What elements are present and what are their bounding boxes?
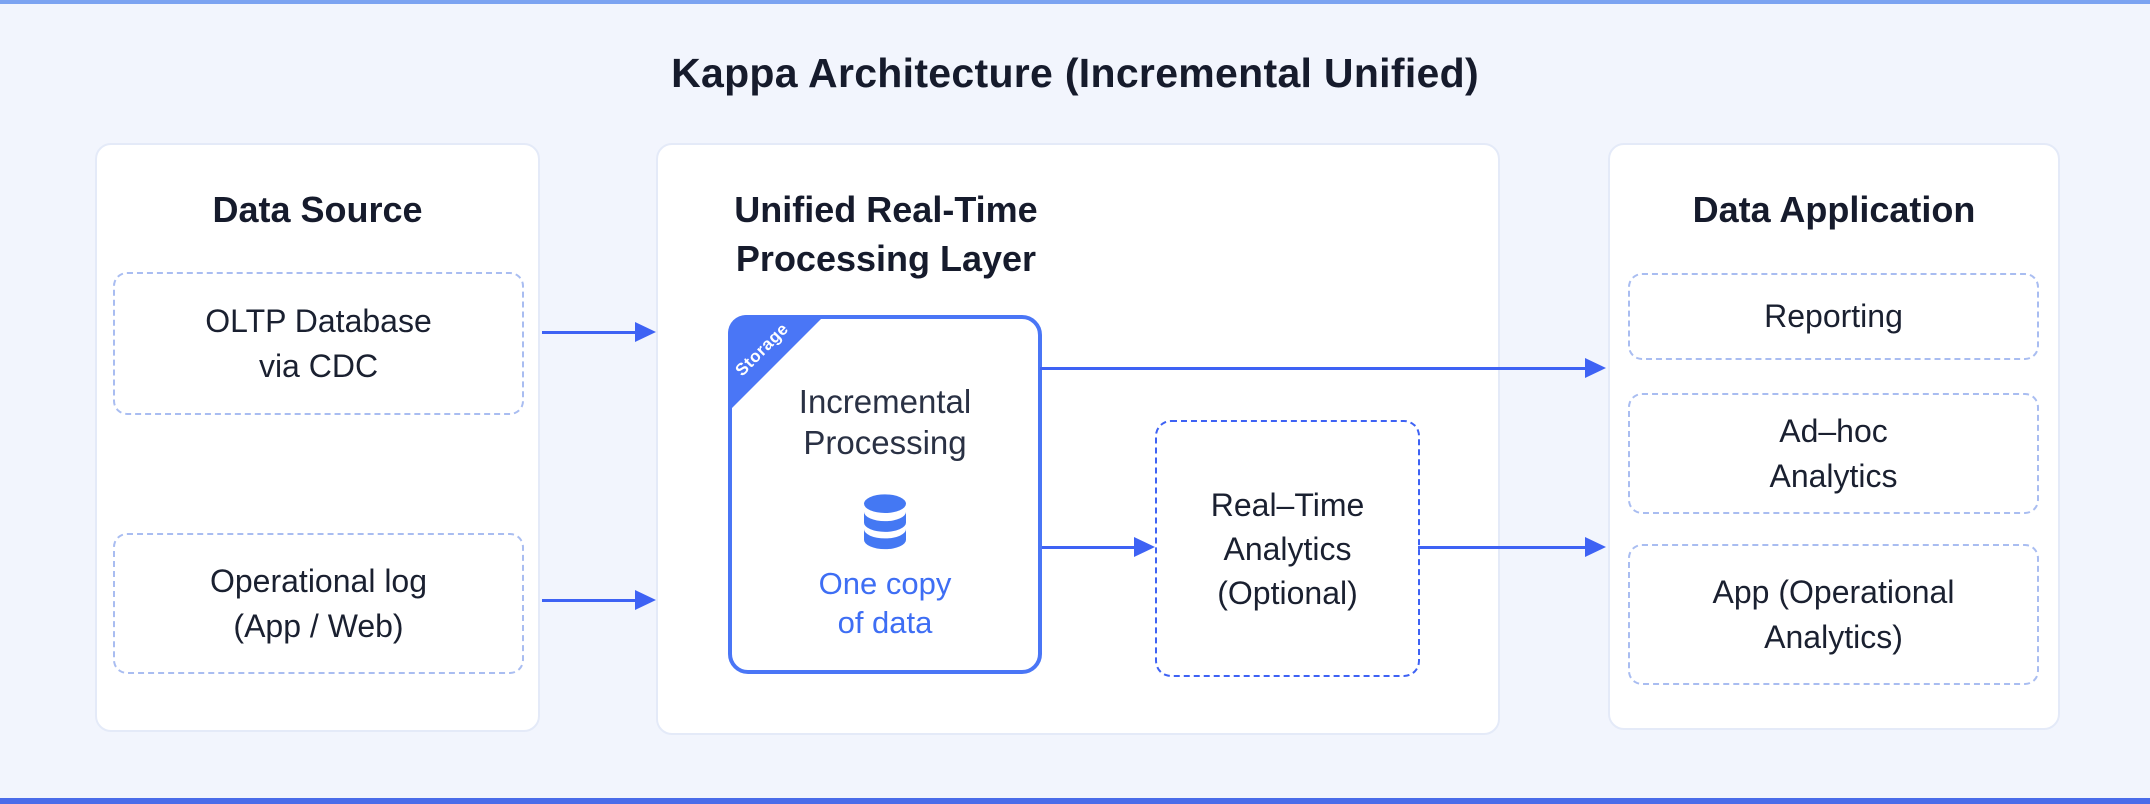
incremental-processing-label: Incremental Processing bbox=[798, 383, 972, 461]
panel-data-application: Data Application Reporting Ad–hoc Analyt… bbox=[1608, 143, 2060, 730]
arrow-shaft bbox=[1040, 366, 1590, 370]
box-realtime-analytics: Real–Time Analytics (Optional) bbox=[1155, 420, 1420, 677]
arrowhead-icon bbox=[1134, 537, 1155, 557]
box-adhoc-analytics: Ad–hoc Analytics bbox=[1628, 393, 2039, 514]
panel-data-source: Data Source OLTP Database via CDC Operat… bbox=[95, 143, 540, 732]
box-incremental-processing: Storage Incremental Processing One copy … bbox=[728, 315, 1042, 674]
box-oltp-database: OLTP Database via CDC bbox=[113, 272, 524, 415]
box-operational-log: Operational log (App / Web) bbox=[113, 533, 524, 674]
arrowhead-icon bbox=[1585, 358, 1606, 378]
one-copy-of-data-label: One copy of data bbox=[818, 566, 952, 640]
arrow-shaft bbox=[1418, 545, 1590, 549]
bottom-accent-bar bbox=[0, 798, 2150, 804]
box-reporting: Reporting bbox=[1628, 273, 2039, 360]
panel-data-application-title: Data Application bbox=[1692, 189, 1976, 230]
arrow-shaft bbox=[542, 598, 640, 602]
database-icon bbox=[864, 494, 906, 550]
panel-data-source-title: Data Source bbox=[212, 189, 423, 230]
panel-processing-layer: Unified Real-Time Processing Layer Stora… bbox=[656, 143, 1500, 735]
box-app-operational-analytics: App (Operational Analytics) bbox=[1628, 544, 2039, 685]
storage-ribbon-label: Storage bbox=[731, 318, 793, 380]
arrowhead-icon bbox=[1585, 537, 1606, 557]
arrowhead-icon bbox=[635, 322, 656, 342]
arrow-shaft bbox=[542, 330, 640, 334]
arrowhead-icon bbox=[635, 590, 656, 610]
diagram-title: Kappa Architecture (Incremental Unified) bbox=[671, 50, 1479, 96]
arrow-shaft bbox=[1042, 545, 1139, 549]
top-accent-bar bbox=[0, 0, 2150, 4]
panel-processing-layer-title: Unified Real-Time Processing Layer bbox=[734, 189, 1038, 279]
